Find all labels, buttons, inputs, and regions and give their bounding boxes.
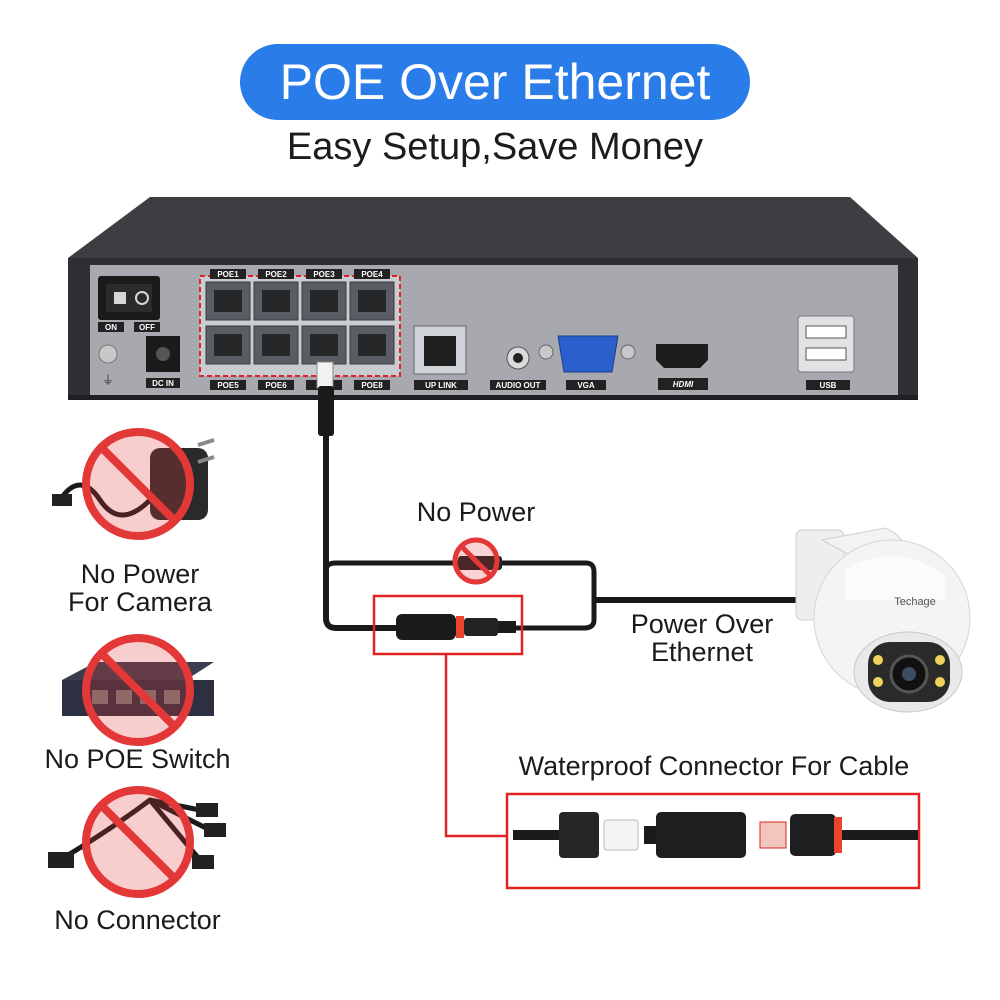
waterproof-connector-icon [513,812,918,858]
label-line: For Camera [67,587,213,617]
no-power-camera-label: No Power For Camera [40,560,240,616]
connector-highlight-box [372,594,524,656]
port-socket [310,334,338,356]
no-poe-switch-label: No POE Switch [44,744,231,774]
poe-port-label: POE5 [217,381,239,390]
port-label-bg [258,269,294,279]
nvr-top-panel [68,197,918,258]
audio-out-label: AUDIO OUT [496,381,541,390]
port-socket [358,290,386,312]
port-socket [214,290,242,312]
dc-in-label: DC IN [152,379,174,388]
ground-symbol-icon: ⏚ [102,373,114,387]
poe-port-label: POE3 [313,270,335,279]
poe-port-label: POE2 [265,270,287,279]
no-power-plug-icon [452,537,502,585]
rj45-connector-icon [396,614,516,640]
hdmi-port[interactable] [656,344,708,368]
network-cable [316,361,802,631]
waterproof-label: Waterproof Connector For Cable [518,751,910,781]
no-power-label: No Power [416,497,536,527]
port-label-bg [210,380,246,390]
label-line: Power Over [630,609,774,639]
port-socket [214,334,242,356]
port-label-bg [354,269,390,279]
ptz-camera: Techage [795,527,971,713]
switch-off-label: OFF [139,323,155,332]
usb-label: USB [820,381,837,390]
poe-port-label: POE1 [217,270,239,279]
port-socket [358,334,386,356]
switch-on-label: ON [105,323,117,332]
usb-ports[interactable] [797,315,855,373]
subtitle: Easy Setup,Save Money [286,126,704,168]
uplink-label: UP LINK [425,381,457,390]
poe-label: Power Over Ethernet [612,610,792,666]
label-line: Ethernet [650,637,754,667]
camera-brand: Techage [894,596,936,608]
poe-port-label: POE4 [361,270,383,279]
prohibit-icon [82,428,194,540]
no-connector-label: No Connector [54,905,221,935]
title-banner: POE Over Ethernet [240,44,750,120]
power-adapter-icon [52,438,215,520]
prohibit-icon [82,634,194,746]
vga-port[interactable] [557,335,619,373]
port-label-bg [210,269,246,279]
port-socket [262,334,290,356]
callout-line [444,654,506,838]
port-label-bg [258,380,294,390]
poe-port-label: POE6 [265,381,287,390]
port-label-bg [354,380,390,390]
waterproof-detail-box [505,792,921,890]
port-socket [310,290,338,312]
port-label-bg [306,269,342,279]
poe-port-label: POE8 [361,381,383,390]
hdmi-label: HDMI [673,380,694,389]
ground-screw-icon [98,344,118,364]
prohibit-icon [82,786,194,898]
label-line: No Power [80,559,200,589]
vga-label: VGA [577,381,595,390]
port-socket [262,290,290,312]
